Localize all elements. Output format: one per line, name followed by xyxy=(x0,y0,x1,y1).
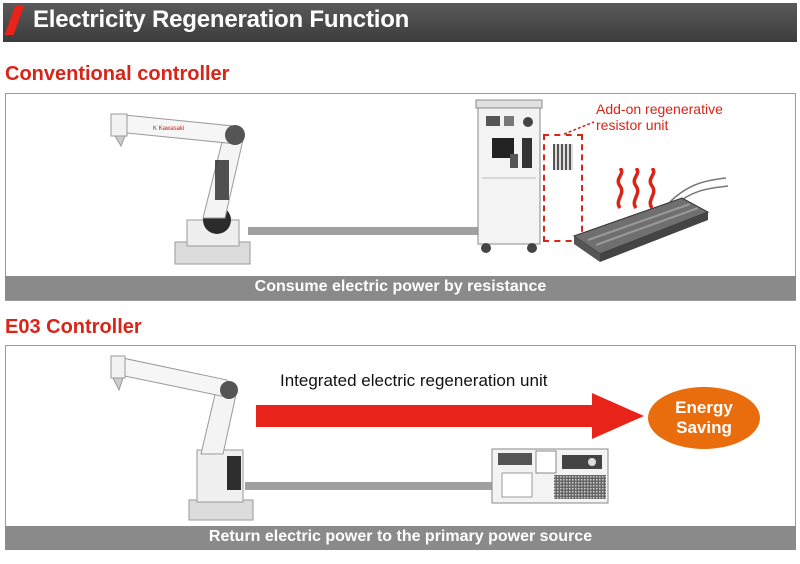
badge-line1: Energy xyxy=(675,398,733,417)
resistor-unit-icon xyxy=(572,177,729,262)
annotation-line1: Add-on regenerative xyxy=(596,101,723,117)
page-title: Electricity Regeneration Function xyxy=(33,6,410,33)
cable xyxy=(245,482,495,490)
section-title-e03: E03 Controller xyxy=(5,316,142,338)
annotation-line2: resistor unit xyxy=(596,117,669,133)
section-title-conventional: Conventional controller xyxy=(5,63,230,85)
caption-e03: Return electric power to the primary pow… xyxy=(5,526,796,550)
compact-controller-icon xyxy=(491,448,609,504)
cable xyxy=(248,227,480,235)
panel-e03 xyxy=(5,345,796,550)
badge-line2: Saving xyxy=(676,418,732,437)
energy-saving-badge: Energy Saving xyxy=(648,387,760,449)
header-bar xyxy=(3,3,797,42)
annotation-pointer xyxy=(563,121,595,135)
controller-cabinet-icon xyxy=(475,99,543,253)
flow-label: Integrated electric regeneration unit xyxy=(280,371,548,390)
arrow-right-icon xyxy=(256,393,644,439)
addon-dashed-outline xyxy=(543,134,583,242)
heat-waves-icon xyxy=(616,168,656,210)
caption-conventional: Consume electric power by resistance xyxy=(5,276,796,300)
robot-logo-text: K Kawasaki xyxy=(153,126,184,132)
vent-grille xyxy=(553,144,573,170)
robot-arm-icon: K Kawasaki xyxy=(110,113,251,265)
robot-arm-icon xyxy=(110,355,254,521)
